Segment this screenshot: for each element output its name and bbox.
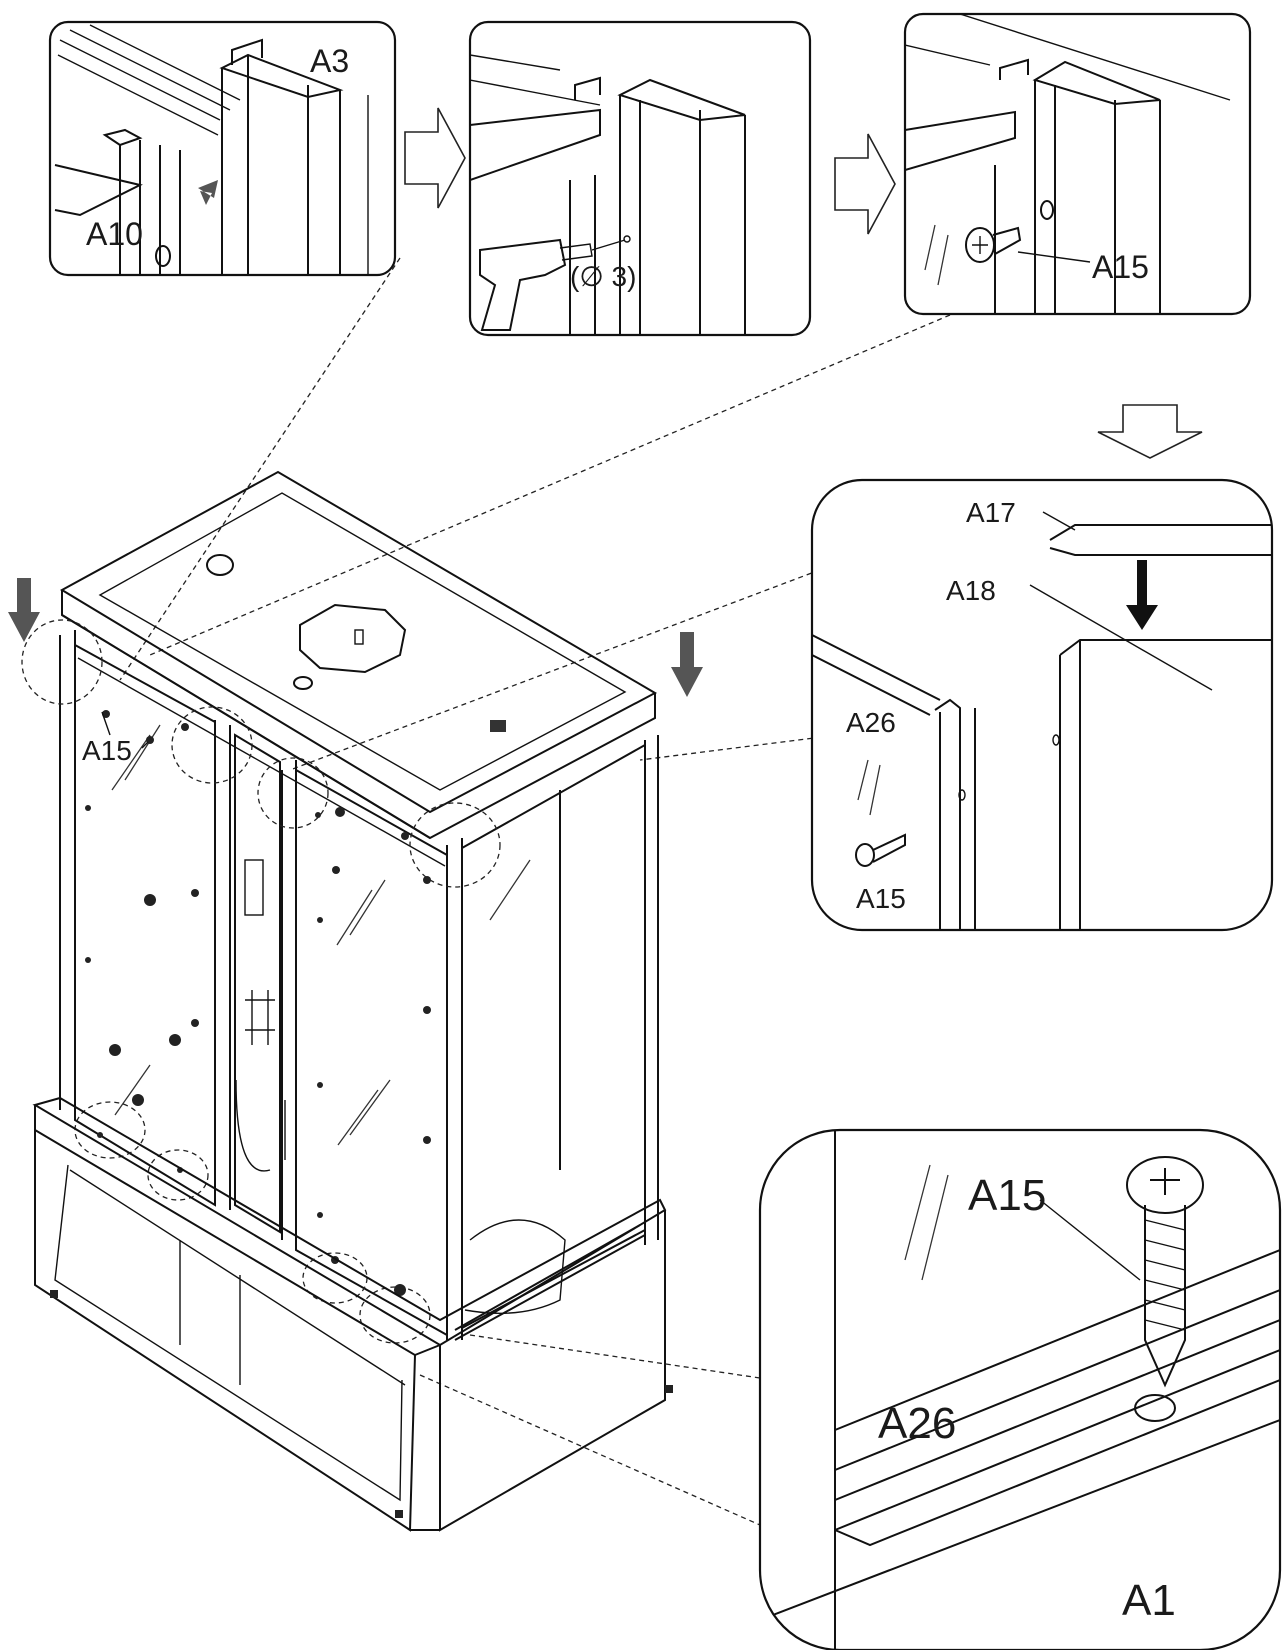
label-a26-bottom: A26	[878, 1399, 956, 1448]
detail-bottom-rail: A15 A26 A1	[758, 1128, 1282, 1650]
detail-step3: A15	[903, 12, 1252, 316]
detail-step1: A3 A10	[48, 20, 397, 277]
label-a1: A1	[1122, 1576, 1176, 1625]
label-a15-step3: A15	[1092, 249, 1149, 285]
label-a17: A17	[966, 497, 1016, 528]
label-a15-right: A15	[856, 883, 906, 914]
label-a15-bottom: A15	[968, 1171, 1046, 1220]
label-a15-cabin: A15	[82, 735, 132, 766]
detail-top-cap: A17 A18 A26 A15	[810, 478, 1274, 932]
solid-arrow-icon	[8, 578, 40, 642]
screw-icon	[1126, 1156, 1204, 1388]
screw-icon	[855, 833, 906, 867]
power-drill-icon	[479, 235, 631, 331]
detail-callout-circles	[21, 619, 501, 1344]
hollow-arrow-icon	[404, 107, 466, 209]
label-a10: A10	[86, 216, 143, 252]
label-drill-size: (∅ 3)	[570, 261, 636, 292]
detail-step2: (∅ 3)	[468, 20, 812, 337]
hollow-arrow-icon	[834, 133, 896, 235]
label-a3: A3	[310, 43, 349, 79]
label-a26-right: A26	[846, 707, 896, 738]
solid-arrow-icon	[671, 632, 703, 697]
shower-cabin: A15	[8, 470, 703, 1532]
solid-arrow-icon	[1126, 560, 1158, 630]
hollow-arrow-icon	[1097, 404, 1203, 459]
screw-icon	[965, 226, 1022, 263]
label-a18: A18	[946, 575, 996, 606]
solid-arrow-icon	[198, 180, 218, 205]
